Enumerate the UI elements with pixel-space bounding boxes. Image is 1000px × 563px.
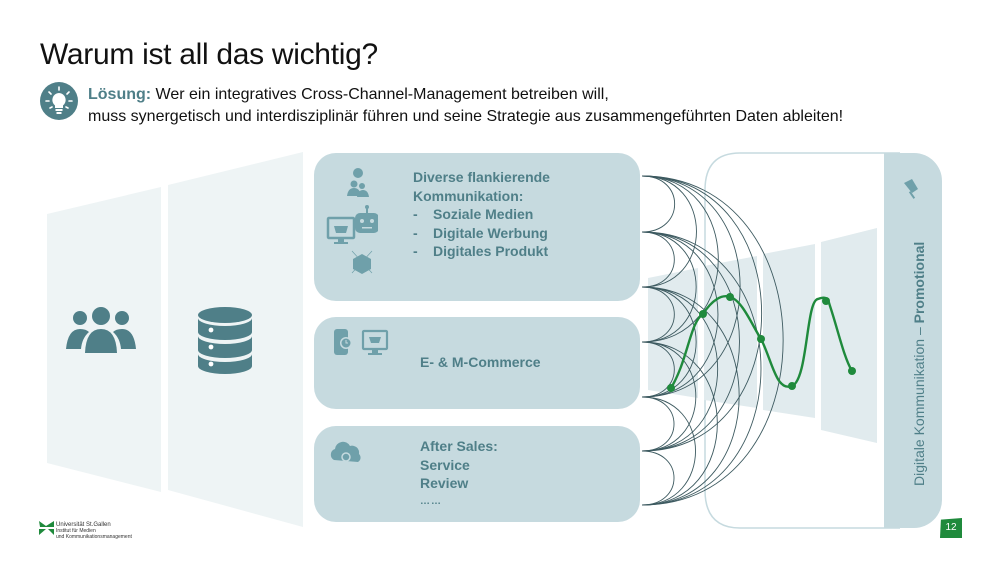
vertical-label-regular: Digitale Kommunikation –	[911, 323, 927, 486]
bullet-text: Soziale Medien	[433, 206, 534, 222]
solution-line-1: Lösung: Wer ein integratives Cross-Chann…	[88, 86, 609, 104]
box1-text: Diverse flankierende Kommunikation: -Soz…	[413, 168, 550, 261]
vertical-label: Digitale Kommunikation – Promotional	[911, 242, 927, 486]
bullet-digitales-produkt: -Digitales Produkt	[413, 242, 550, 261]
solution-text-1: Wer ein integratives Cross-Channel-Manag…	[151, 86, 609, 103]
logo-sub1: Institut für Medien	[56, 528, 96, 534]
solution-line-2: muss synergetisch und interdisziplinär f…	[88, 108, 844, 125]
box-e-m-commerce: E- & M-Commerce	[314, 317, 640, 409]
curve-node	[699, 310, 707, 318]
connection-arc	[641, 175, 741, 398]
bullet-digitale-werbung: -Digitale Werbung	[413, 224, 550, 243]
connection-arc	[641, 450, 675, 506]
megaphone-icon	[904, 179, 918, 199]
box3-text: After Sales: Service Review ……	[420, 437, 498, 511]
university-logo-icon	[39, 521, 54, 535]
curve-node	[848, 367, 856, 375]
connection-arc	[641, 341, 675, 398]
inner-panel-4	[821, 228, 877, 443]
box2-heading: E- & M-Commerce	[420, 354, 541, 370]
university-logo-text: Universität St.Gallen Institut für Medie…	[56, 522, 132, 540]
connection-arc	[641, 341, 697, 452]
bullet-dash: -	[413, 243, 418, 259]
ellipsis-label: ……	[420, 495, 442, 507]
bullet-text: Digitale Werbung	[433, 224, 548, 241]
box1-heading-line2: Kommunikation:	[413, 187, 524, 204]
cube-icon	[351, 250, 373, 274]
after-sales-label: After Sales:	[420, 438, 498, 454]
curve-node	[667, 384, 675, 392]
connection-arc	[641, 286, 675, 343]
connection-arc	[641, 231, 719, 398]
curve-node	[726, 293, 734, 301]
monitor-basket-robot-icon	[326, 205, 378, 244]
cloud-gear-icon	[330, 441, 361, 462]
box-flankierende-kommunikation: Diverse flankierende Kommunikation: -Soz…	[314, 153, 640, 301]
monitor-basket-icon	[361, 329, 389, 355]
curve-node	[788, 382, 796, 390]
bullet-dash: -	[413, 224, 418, 241]
chat-users-icon	[347, 168, 369, 197]
box1-heading-line1: Diverse flankierende	[413, 169, 550, 185]
logo-name: Universität St.Gallen	[56, 522, 111, 528]
left-panel-database	[168, 152, 303, 527]
connection-arc	[641, 286, 697, 398]
right-panel-promotional	[884, 153, 942, 528]
box1-icons	[326, 168, 378, 274]
box-after-sales: After Sales: Service Review ……	[314, 426, 640, 522]
people-group-icon	[66, 307, 136, 353]
connection-arc	[641, 286, 719, 452]
connection-arc	[641, 231, 740, 452]
connection-arc	[641, 286, 740, 506]
bullet-dash: -	[413, 206, 418, 222]
curve-node	[822, 297, 830, 305]
mobile-clock-icon	[334, 329, 352, 355]
solution-label: Lösung:	[88, 86, 152, 103]
service-label: Service	[420, 456, 470, 473]
vertical-label-bold: Promotional	[911, 241, 927, 324]
slide-title: Warum ist all das wichtig?	[40, 38, 378, 71]
connection-arc	[641, 231, 675, 288]
logo-sub2: und Kommunikationsmanagement	[56, 534, 132, 540]
bullet-soziale-medien: -Soziale Medien	[413, 205, 550, 224]
page-number: 12	[940, 518, 962, 538]
connection-arc	[641, 175, 719, 343]
review-label: Review	[420, 475, 469, 491]
connection-arc	[641, 175, 784, 506]
connection-arc	[641, 396, 675, 452]
lightbulb-icon	[40, 82, 78, 120]
connection-arc	[641, 175, 676, 233]
connection-arc	[641, 175, 697, 288]
connection-arc	[641, 396, 696, 506]
curve-node	[757, 335, 765, 343]
bullet-text: Digitales Produkt	[433, 243, 549, 259]
box2-icons	[334, 329, 389, 355]
connection-arc	[641, 231, 697, 343]
connection-arc	[641, 341, 718, 506]
green-curve	[667, 293, 856, 392]
database-icon	[198, 307, 252, 374]
